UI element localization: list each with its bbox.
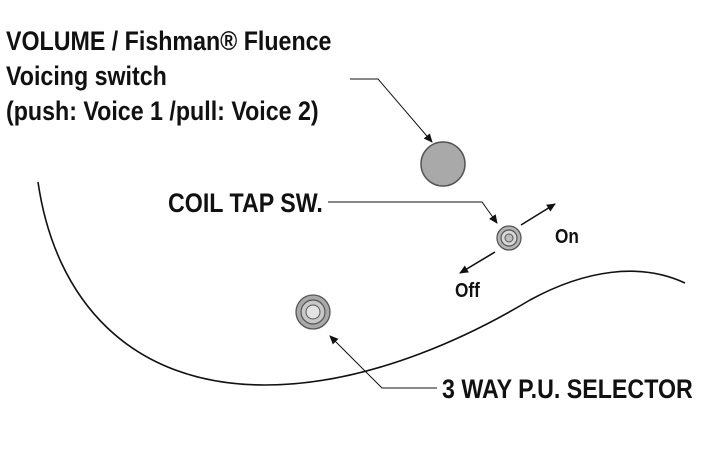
coil-tap-label: COIL TAP SW. — [168, 188, 323, 218]
coil-tap-leader-line — [328, 201, 498, 224]
off-arrow — [459, 251, 496, 274]
selector-label: 3 WAY P.U. SELECTOR — [442, 374, 693, 404]
volume-knob[interactable] — [420, 141, 466, 187]
on-arrow — [520, 203, 556, 226]
selector-leader-line — [329, 335, 437, 389]
volume-label-line2: Voicing switch — [6, 61, 167, 91]
volume-label-line1: VOLUME / Fishman® Fluence — [6, 26, 332, 56]
coil-tap-switch[interactable] — [496, 225, 522, 251]
body-outline — [37, 181, 686, 386]
volume-leader-line — [350, 78, 433, 143]
off-label: Off — [455, 280, 480, 302]
volume-label-line3: (push: Voice 1 /pull: Voice 2) — [6, 96, 319, 126]
three-way-selector[interactable] — [295, 294, 331, 330]
on-label: On — [555, 226, 579, 248]
